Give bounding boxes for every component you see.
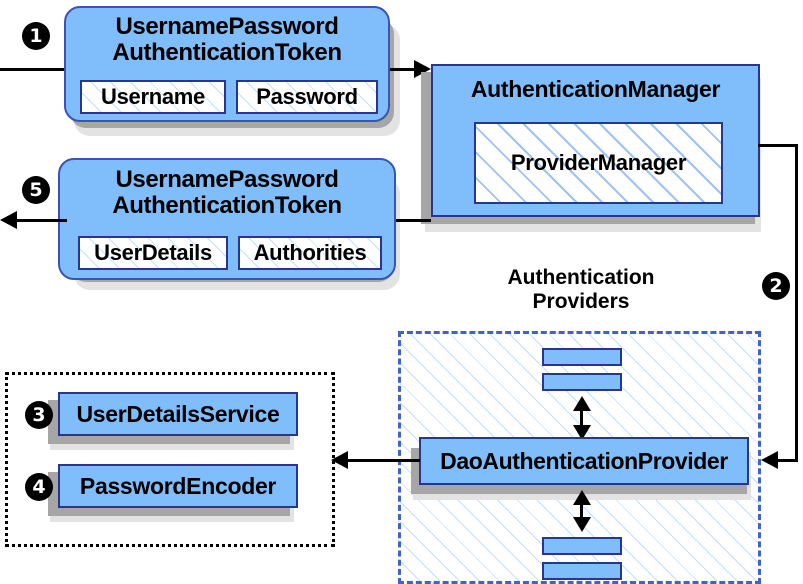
step-marker-1: 1 [22, 22, 50, 50]
passwordencoder-box[interactable]: PasswordEncoder [58, 464, 298, 508]
step-marker-3: 3 [25, 401, 53, 429]
response-token-field-authorities[interactable]: Authorities [238, 236, 382, 270]
arrow-response-out [0, 211, 17, 229]
connector-top-provider-stem [580, 401, 583, 433]
connector-token-to-manager [390, 68, 416, 71]
request-token-box[interactable]: UsernamePassword AuthenticationToken Use… [64, 6, 390, 122]
passwordencoder-label: PasswordEncoder [79, 472, 277, 499]
provider-placeholder-bottom-1[interactable] [542, 537, 622, 555]
step-marker-2-label: 2 [769, 274, 783, 297]
arrow-bottom-provider-down [573, 517, 591, 532]
arrow-top-provider-down [573, 425, 591, 440]
response-token-title-line2: AuthenticationToken [112, 191, 342, 219]
dao-authentication-provider-label: DaoAuthenticationProvider [440, 447, 728, 474]
request-token-field-password-label: Password [256, 84, 358, 110]
authentication-providers-caption: Authentication Providers [470, 266, 692, 313]
provider-placeholder-top-2[interactable] [542, 373, 622, 391]
response-token-title-line1: UsernamePassword [115, 166, 339, 193]
connector-step2-bottom [778, 459, 798, 462]
response-token-field-userdetails[interactable]: UserDetails [78, 236, 228, 270]
step-marker-4-label: 4 [32, 475, 46, 498]
request-token-title-line1: UsernamePassword [115, 13, 339, 40]
authentication-manager-box[interactable]: AuthenticationManager ProviderManager [431, 64, 760, 217]
provider-placeholder-top-1[interactable] [542, 348, 622, 366]
response-token-field-authorities-label: Authorities [253, 240, 367, 266]
userdetailsservice-box[interactable]: UserDetailsService [58, 392, 298, 436]
step-marker-3-label: 3 [32, 403, 46, 426]
dao-authentication-provider-box[interactable]: DaoAuthenticationProvider [419, 437, 749, 485]
connector-step2-vertical [795, 144, 798, 460]
step-marker-1-label: 1 [29, 24, 43, 47]
providers-caption-line2: Providers [532, 289, 630, 313]
authentication-manager-label: AuthenticationManager [470, 76, 721, 102]
response-token-title: UsernamePassword AuthenticationToken [60, 160, 394, 219]
userdetailsservice-label: UserDetailsService [76, 400, 280, 427]
connector-request-in [0, 68, 72, 71]
connector-response-out [17, 219, 67, 222]
response-token-box[interactable]: UsernamePassword AuthenticationToken Use… [58, 158, 396, 280]
provider-placeholder-bottom-2[interactable] [542, 562, 622, 580]
connector-bottom-provider-stem [580, 495, 583, 525]
arrow-step2-into-provider [761, 451, 778, 469]
response-token-field-userdetails-label: UserDetails [94, 240, 212, 266]
provider-manager-box[interactable]: ProviderManager [474, 122, 723, 204]
step-marker-5: 5 [22, 176, 50, 204]
connector-provider-to-support-beans [348, 459, 420, 462]
request-token-title-line2: AuthenticationToken [112, 38, 342, 66]
arrow-provider-to-support-beans [331, 451, 348, 469]
provider-manager-label: ProviderManager [510, 150, 687, 176]
request-token-field-username-label: Username [101, 84, 205, 110]
request-token-field-username[interactable]: Username [80, 80, 226, 114]
step-marker-2: 2 [762, 272, 790, 300]
connector-step2-top [758, 144, 798, 147]
providers-caption-line1: Authentication [507, 266, 655, 289]
request-token-title: UsernamePassword AuthenticationToken [66, 8, 388, 66]
step-marker-5-label: 5 [29, 178, 43, 201]
connector-manager-to-response [396, 219, 431, 222]
request-token-field-password[interactable]: Password [236, 80, 378, 114]
step-marker-4: 4 [25, 473, 53, 501]
